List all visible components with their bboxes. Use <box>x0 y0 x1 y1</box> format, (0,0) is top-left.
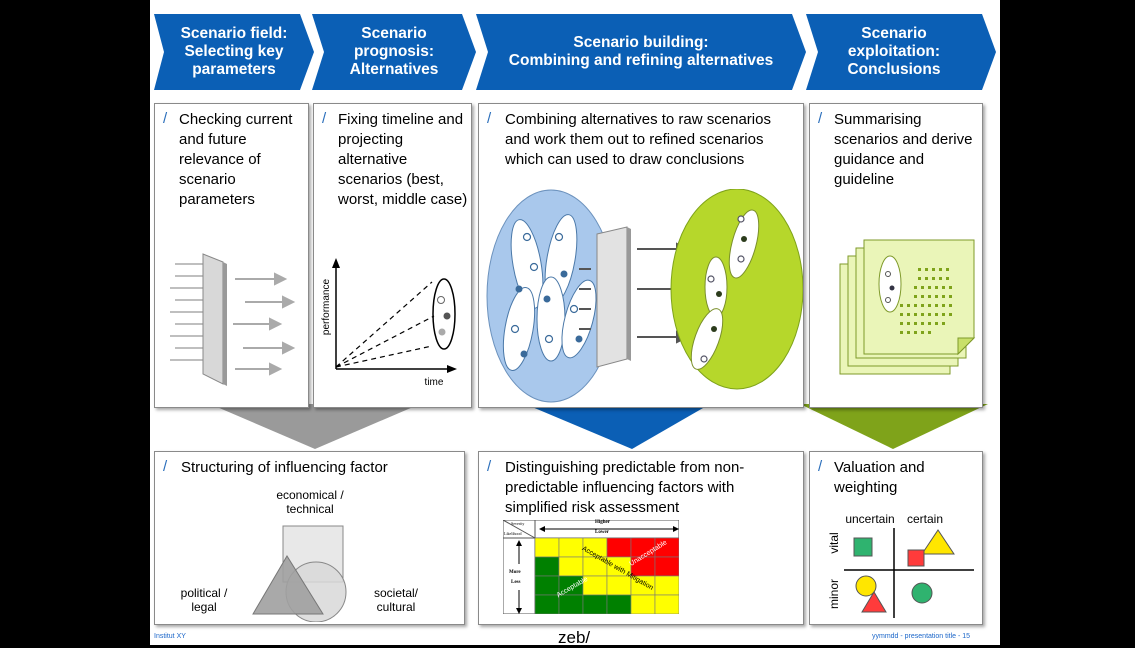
risk-matrix: Severity Likelihood Higher Lower More Le… <box>503 520 679 614</box>
documents-illustration <box>839 239 976 375</box>
step-chevron-prognosis: Scenario prognosis: Alternatives <box>312 14 476 90</box>
green-down-arrow <box>800 404 988 449</box>
panel-text: Distinguishing predictable from non-pred… <box>505 459 745 516</box>
label-more: More <box>509 570 521 575</box>
panel-valuation: / Valuation and weighting uncertain cert… <box>809 451 983 625</box>
label-lower: Lower <box>595 530 609 535</box>
step-chevron-building: Scenario building: Combining and refinin… <box>476 14 806 90</box>
label-economical: economical / technical <box>276 488 344 516</box>
panel-building: / Combining alternatives to raw scenario… <box>478 103 804 408</box>
valuation-grid <box>844 528 974 618</box>
panel-prognosis: / Fixing timeline and projecting alterna… <box>313 103 472 408</box>
step-chevron-field: Scenario field: Selecting key parameters <box>154 14 314 90</box>
panel-text: Fixing timeline and projecting alternati… <box>338 111 468 208</box>
row-minor: minor <box>827 579 841 610</box>
label-societal: societal/ cultural <box>373 586 419 614</box>
step-title: Scenario field: Selecting key parameters <box>180 25 288 78</box>
panel-text: Combining alternatives to raw scenarios … <box>505 111 771 168</box>
corner-severity: Severity <box>511 521 525 526</box>
row-vital: vital <box>827 532 841 554</box>
footer-left: Institut XY <box>154 633 186 640</box>
step-title: Scenario exploitation: Conclusions <box>847 25 941 78</box>
panel-structuring: / Structuring of influencing factor econ… <box>154 451 465 625</box>
slide: Scenario field: Selecting key parameters… <box>150 0 1000 647</box>
down-arrows <box>210 404 988 449</box>
panel-text: Checking current and future relevance of… <box>179 111 293 208</box>
panel-exploitation: / Summarising scenarios and derive guida… <box>809 103 983 408</box>
step-title: Scenario building: Combining and refinin… <box>508 34 774 69</box>
grey-down-arrow <box>210 404 420 449</box>
step-chevron-exploitation: Scenario exploitation: Conclusions <box>806 14 996 90</box>
graph-ylabel: performance <box>321 278 332 336</box>
panel-text: Summarising scenarios and derive guidanc… <box>834 111 973 188</box>
graph-xlabel: time <box>424 377 444 388</box>
combining-illustration <box>486 189 803 403</box>
label-higher: Higher <box>595 520 610 525</box>
step-title: Scenario prognosis: Alternatives <box>349 25 439 78</box>
label-less: Less <box>511 580 521 585</box>
filter-illustration <box>170 253 296 386</box>
col-certain: certain <box>906 512 944 526</box>
performance-graph <box>332 258 457 373</box>
factor-shapes <box>252 525 347 622</box>
blue-down-arrow <box>525 404 710 449</box>
panel-text: Structuring of influencing factor <box>181 459 388 476</box>
panel-text: Valuation and weighting <box>834 459 925 496</box>
label-political: political / legal <box>180 586 228 614</box>
corner-likelihood: Likelihood <box>504 531 522 536</box>
col-uncertain: uncertain <box>845 512 895 526</box>
panel-field: / Checking current and future relevance … <box>154 103 309 408</box>
panel-risk: / Distinguishing predictable from non-pr… <box>478 451 804 625</box>
zeb-logo: zeb/ <box>558 628 591 647</box>
footer-right: yymmdd - presentation title - 15 <box>872 633 971 640</box>
